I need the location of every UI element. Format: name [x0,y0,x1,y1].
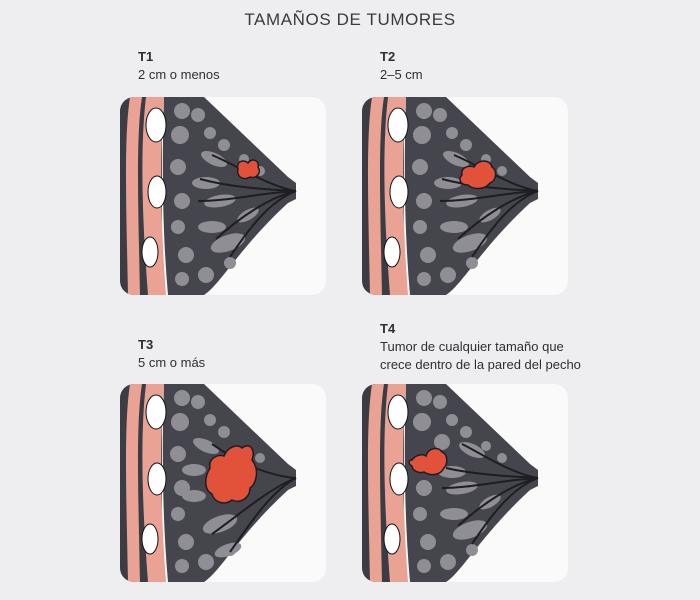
stage-description: 2–5 cm [380,67,423,82]
stage-description: 5 cm o más [138,355,206,370]
tumor-t2 [459,160,497,190]
breast-illustration-t1 [120,97,297,295]
lobules [412,103,507,286]
panel-label-t3: T3 5 cm o más [138,336,205,372]
breast-illustration-t3 [120,384,297,582]
stage-code: T2 [380,49,396,64]
ducts [439,154,539,258]
breast-base [362,97,538,295]
tumor-t1 [236,159,261,180]
breast-diagram-t3 [120,384,326,582]
stage-description: Tumor de cualquier tamaño que [380,339,564,354]
panel-label-t2: T2 2–5 cm [380,48,423,84]
stage-code: T4 [380,321,396,336]
stage-code: T3 [138,337,154,352]
panel-label-t4: T4 Tumor de cualquier tamaño que crece d… [380,320,581,374]
stage-description-line2: crece dentro de la pared del pecho [380,357,581,372]
breast-diagram-t2 [362,97,568,295]
breast-illustration-t4 [362,384,539,582]
stage-description: 2 cm o menos [138,67,220,82]
ducts [197,154,297,258]
panel-label-t1: T1 2 cm o menos [138,48,220,84]
page-title: TAMAÑOS DE TUMORES [244,10,456,29]
breast-diagram-t4 [362,384,568,582]
stage-code: T1 [138,49,154,64]
breast-illustration-t2 [362,97,539,295]
breast-base [120,97,296,295]
breast-diagram-t1 [120,97,326,295]
breast-base [362,384,538,582]
tumor-t3 [205,445,258,504]
ducts [441,443,539,545]
tumor-t4 [408,447,448,476]
